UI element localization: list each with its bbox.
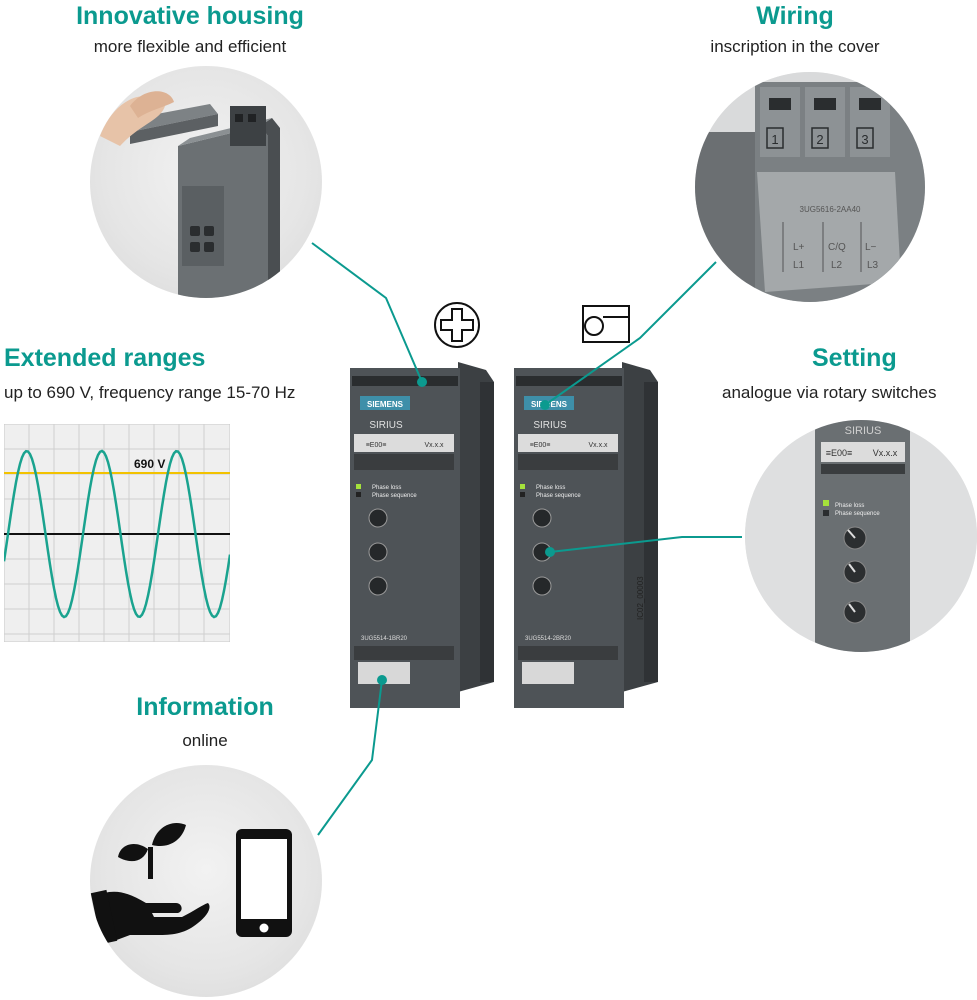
plant-in-hand-icon <box>90 823 210 945</box>
device-right-status-led <box>520 484 525 489</box>
device-left-version: Vx.x.x <box>424 442 444 449</box>
device-left-order-number: 3UG5514-1BR20 <box>361 636 408 642</box>
wiring-subtitle: inscription in the cover <box>710 37 880 56</box>
device-right-series: SIRIUS <box>533 420 567 431</box>
setting-e00-label: ≡E00≡ <box>826 448 853 458</box>
device-left-voltage-dial[interactable] <box>368 508 388 528</box>
terminal-2-label: 2 <box>816 132 823 147</box>
voltage-limit-label: 690 V <box>134 457 165 471</box>
device-right-brand: SIEMENS <box>531 400 568 409</box>
spring-terminal-icon <box>581 304 631 344</box>
cover-part-number: 3UG5616-2AA40 <box>800 205 861 214</box>
device-left-series: SIRIUS <box>369 420 403 431</box>
setting-subtitle: analogue via rotary switches <box>722 383 937 402</box>
terminal-3-label: 3 <box>861 132 868 147</box>
device-left-hysteresis-dial[interactable] <box>368 542 388 562</box>
information-subtitle: online <box>182 731 228 750</box>
cover-label-l2: L2 <box>831 260 843 271</box>
setting-photo: SIRIUS ≡E00≡ Vx.x.x Phase loss Phase seq… <box>745 420 977 652</box>
cover-label-l1: L1 <box>793 260 805 271</box>
wiring-photo: 1 2 3 3UG5616-2AA40 L+ C/Q L− L1 L2 L3 <box>695 72 925 302</box>
smartphone-icon <box>236 829 292 937</box>
setting-series-label: SIRIUS <box>845 425 882 437</box>
device-right-version: Vx.x.x <box>588 442 608 449</box>
terminal-1-label: 1 <box>771 132 778 147</box>
device-right-order-number: 3UG5514-2BR20 <box>525 636 572 642</box>
device-left-e00: ≡E00≡ <box>366 442 387 449</box>
setting-phase-sequence: Phase sequence <box>835 511 880 517</box>
device-left-brand: SIEMENS <box>367 400 404 409</box>
ranges-subtitle: up to 690 V, frequency range 15-70 Hz <box>4 383 296 402</box>
housing-subtitle: more flexible and efficient <box>93 37 287 56</box>
ranges-title: Extended ranges <box>4 344 206 372</box>
device-left-phase-sequence: Phase sequence <box>372 493 417 499</box>
device-left: SIEMENS SIRIUS ≡E00≡ Vx.x.x Phase loss P… <box>348 362 498 712</box>
housing-title: Innovative housing <box>76 2 304 30</box>
figure-id: IC02_00003 <box>636 576 645 620</box>
setting-phase-loss: Phase loss <box>835 503 864 509</box>
cover-label-l3: L3 <box>867 260 879 271</box>
device-right-delay-dial[interactable] <box>532 576 552 596</box>
setting-version-label: Vx.x.x <box>873 448 898 458</box>
information-title: Information <box>136 693 274 721</box>
device-right-voltage-dial[interactable] <box>532 508 552 528</box>
setting-title: Setting <box>812 344 897 372</box>
device-right: SIEMENS SIRIUS ≡E00≡ Vx.x.x Phase loss P… <box>512 362 662 712</box>
device-right-phase-sequence: Phase sequence <box>536 493 581 499</box>
cover-label-cq: C/Q <box>828 242 846 253</box>
device-right-e00: ≡E00≡ <box>530 442 551 449</box>
device-left-status-led <box>356 484 361 489</box>
wiring-title: Wiring <box>756 2 834 30</box>
voltage-waveform-chart: 690 V <box>2 423 232 643</box>
screw-terminal-icon <box>432 300 482 350</box>
device-left-delay-dial[interactable] <box>368 576 388 596</box>
housing-photo <box>90 66 322 298</box>
cover-label-l-plus: L+ <box>793 242 805 253</box>
device-right-qr-label <box>522 662 574 684</box>
device-left-phase-loss: Phase loss <box>372 485 401 491</box>
device-left-qr-label <box>358 662 410 684</box>
sine-wave-line <box>2 449 232 619</box>
device-right-phase-loss: Phase loss <box>536 485 565 491</box>
device-right-hysteresis-dial[interactable] <box>532 542 552 562</box>
information-panel <box>90 765 322 997</box>
cover-label-l-minus: L− <box>865 242 877 253</box>
